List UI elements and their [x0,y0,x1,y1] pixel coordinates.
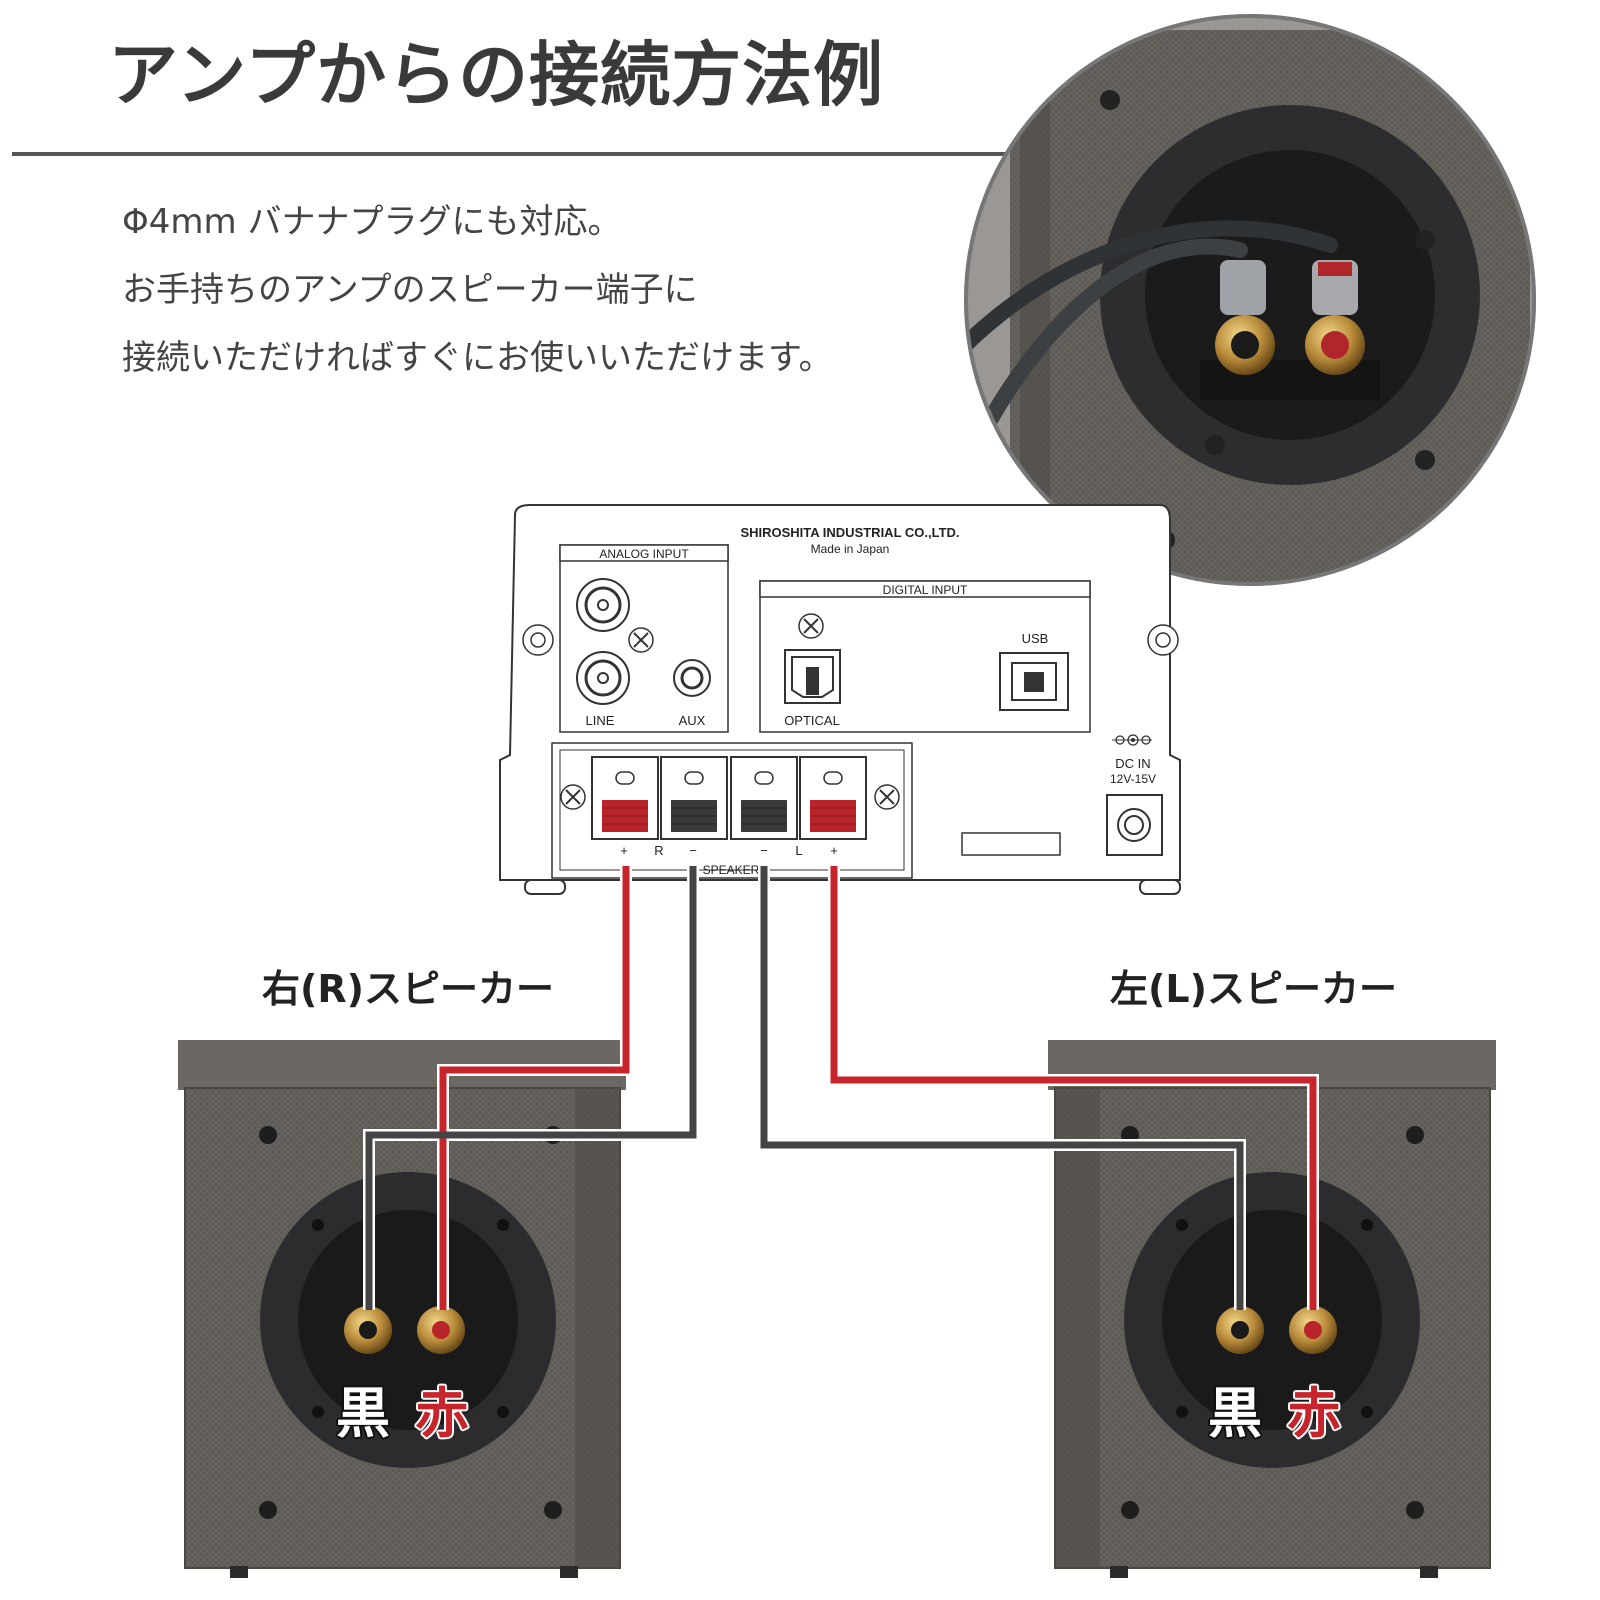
dc-in-label: DC IN [1115,756,1150,771]
mount-screw-right-icon [1147,624,1179,656]
title-divider [12,152,1022,156]
left-red-wire [830,866,1317,1310]
right-speaker-label: 右(R)スピーカー [262,967,554,1011]
amp-made-in-label: Made in Japan [811,542,890,556]
aux-jack [673,659,711,697]
amp-terminal-l-minus [730,756,798,840]
terminal-mark-r-plus: + [620,843,628,858]
amp-foot-right [1139,879,1181,895]
amp-terminal-r-minus [660,756,728,840]
line-label: LINE [586,713,615,728]
screw-icon [798,613,824,639]
amp-foot-left [524,879,566,895]
screw-icon [874,784,900,810]
amp-terminal-l-plus [799,756,867,840]
screw-icon [560,784,586,810]
dc-polarity-icon [1112,734,1152,746]
right-red-wire [439,866,630,1310]
wires [363,866,1319,1310]
screw-icon [628,627,654,653]
usb-label: USB [1022,631,1049,646]
dc-voltage-label: 12V-15V [1110,772,1156,786]
description-line-2: お手持ちのアンプのスピーカー端子に [122,270,698,310]
amp-label-plate [961,832,1061,856]
left-speaker-label: 左(L)スピーカー [1110,967,1397,1011]
digital-input-label: DIGITAL INPUT [883,583,968,597]
left-speaker [1048,1040,1496,1578]
terminal-closeup [964,14,1536,586]
speaker-terminal-panel [551,742,913,879]
aux-label: AUX [679,713,706,728]
terminal-mark-r: R [654,843,663,858]
description-line-1: Φ4mm バナナプラグにも対応。 [122,202,622,242]
amplifier-rear-panel: SHIROSHITA INDUSTRIAL CO.,LTD. Made in J… [499,504,1181,895]
description-line-3: 接続いただければすぐにお使いいただけます。 [122,338,833,378]
usb-port [999,652,1069,711]
analog-input-label: ANALOG INPUT [599,547,689,561]
terminal-mark-l: L [795,843,802,858]
terminal-mark-l-plus: + [830,843,838,858]
optical-label: OPTICAL [784,713,840,728]
left-red-label: 赤 [1287,1382,1341,1445]
optical-port [784,649,841,704]
terminal-mark-r-minus: − [689,843,697,858]
page-title: アンプからの接続方法例 [108,34,885,116]
right-black-label: 黒 [336,1382,390,1445]
left-black-label: 黒 [1208,1382,1262,1445]
left-black-wire [760,866,1244,1310]
right-black-wire [365,866,697,1310]
amp-terminal-r-plus [591,756,659,840]
right-speaker [178,1040,626,1578]
mount-screw-left-icon [522,624,554,656]
speaker-output-label: SPEAKER [703,863,760,877]
dc-jack [1106,794,1163,856]
right-red-label: 赤 [415,1382,469,1445]
amp-maker-label: SHIROSHITA INDUSTRIAL CO.,LTD. [740,525,959,540]
terminal-mark-l-minus: − [760,843,768,858]
